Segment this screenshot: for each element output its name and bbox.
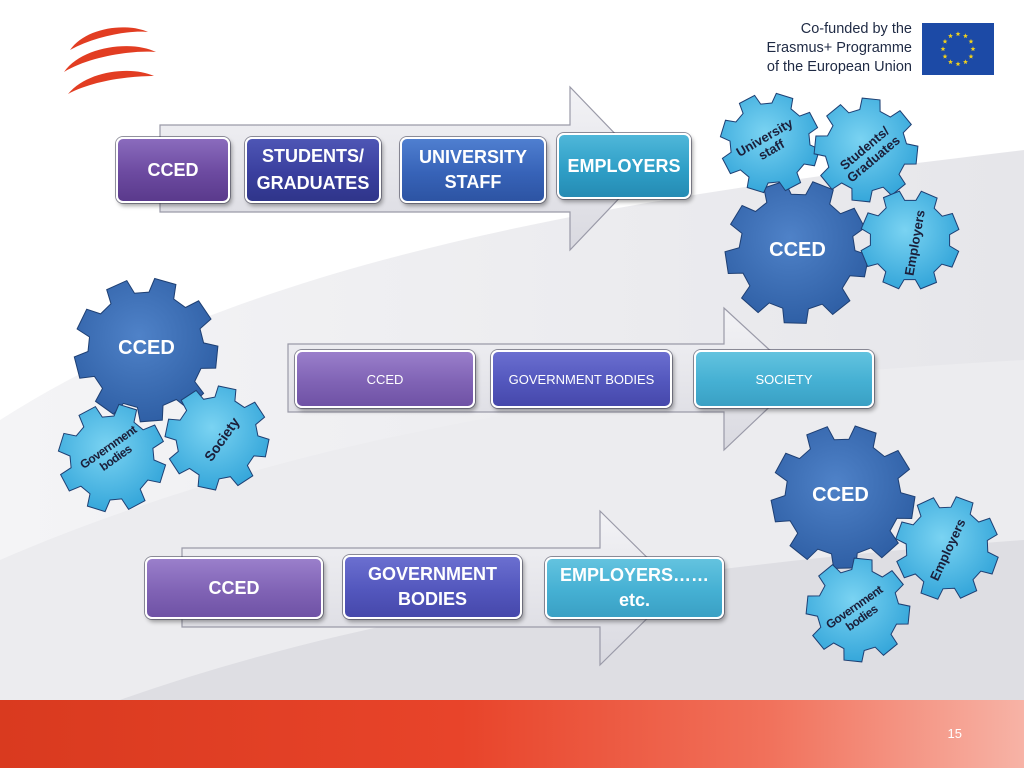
cluster1-gear-employers-icon bbox=[860, 190, 960, 290]
eu-star-icon bbox=[948, 33, 953, 39]
flow2-box-society: SOCIETY bbox=[694, 350, 874, 408]
cluster1-gear-cced-icon bbox=[724, 180, 870, 324]
cluster1-gear-university-staff-icon bbox=[719, 92, 821, 194]
footer-bar bbox=[0, 700, 1024, 768]
eu-cofunded-text: Co-funded by the Erasmus+ Programme of t… bbox=[766, 21, 912, 75]
flow2-box-government-bodies: GOVERNMENT BODIES bbox=[491, 350, 672, 408]
cluster2-gear-cced-label: CCED bbox=[118, 337, 175, 359]
eu-star-icon bbox=[955, 31, 961, 37]
eu-star-icon bbox=[970, 46, 976, 52]
eu-star-icon bbox=[940, 46, 946, 52]
eu-star-icon bbox=[968, 53, 974, 59]
eu-star-icon bbox=[942, 53, 948, 59]
flow3-box-cced: CCED bbox=[145, 557, 323, 619]
flow3-box-government-bodies: GOVERNMENT BODIES bbox=[343, 555, 522, 619]
eu-star-icon bbox=[968, 38, 974, 44]
eu-star-icon bbox=[942, 38, 948, 44]
cluster2-gear-government-bodies-icon bbox=[57, 403, 167, 513]
flow1-box-university-staff: UNIVERSITY STAFF bbox=[400, 137, 546, 203]
cluster2-gear-society-icon bbox=[164, 385, 270, 491]
cluster3-gear-cced-icon bbox=[770, 425, 916, 569]
flow1-box-students-graduates: STUDENTS/ GRADUATES bbox=[245, 137, 381, 203]
flow3-box-employers-etc: EMPLOYERS…… etc. bbox=[545, 557, 724, 619]
eu-star-icon bbox=[963, 59, 968, 65]
flow1-box-employers: EMPLOYERS bbox=[557, 133, 691, 199]
cluster3-gear-cced-label: CCED bbox=[812, 484, 869, 506]
eu-star-icon bbox=[955, 61, 961, 67]
logo-icon bbox=[64, 27, 156, 94]
eu-star-icon bbox=[963, 33, 968, 39]
flow1-box-cced: CCED bbox=[116, 137, 230, 203]
eu-flag-icon bbox=[922, 23, 994, 75]
cluster3-gear-government-bodies-icon bbox=[805, 557, 911, 663]
cluster1-gear-cced-label: CCED bbox=[769, 239, 826, 261]
page-number: 15 bbox=[947, 726, 962, 741]
eu-star-icon bbox=[948, 59, 953, 65]
cluster1-gear-students-graduates-icon bbox=[813, 97, 919, 203]
cluster3-gear-employers-icon bbox=[895, 496, 999, 600]
cluster2-gear-cced-icon bbox=[73, 277, 219, 423]
flow2-box-cced: CCED bbox=[295, 350, 475, 408]
